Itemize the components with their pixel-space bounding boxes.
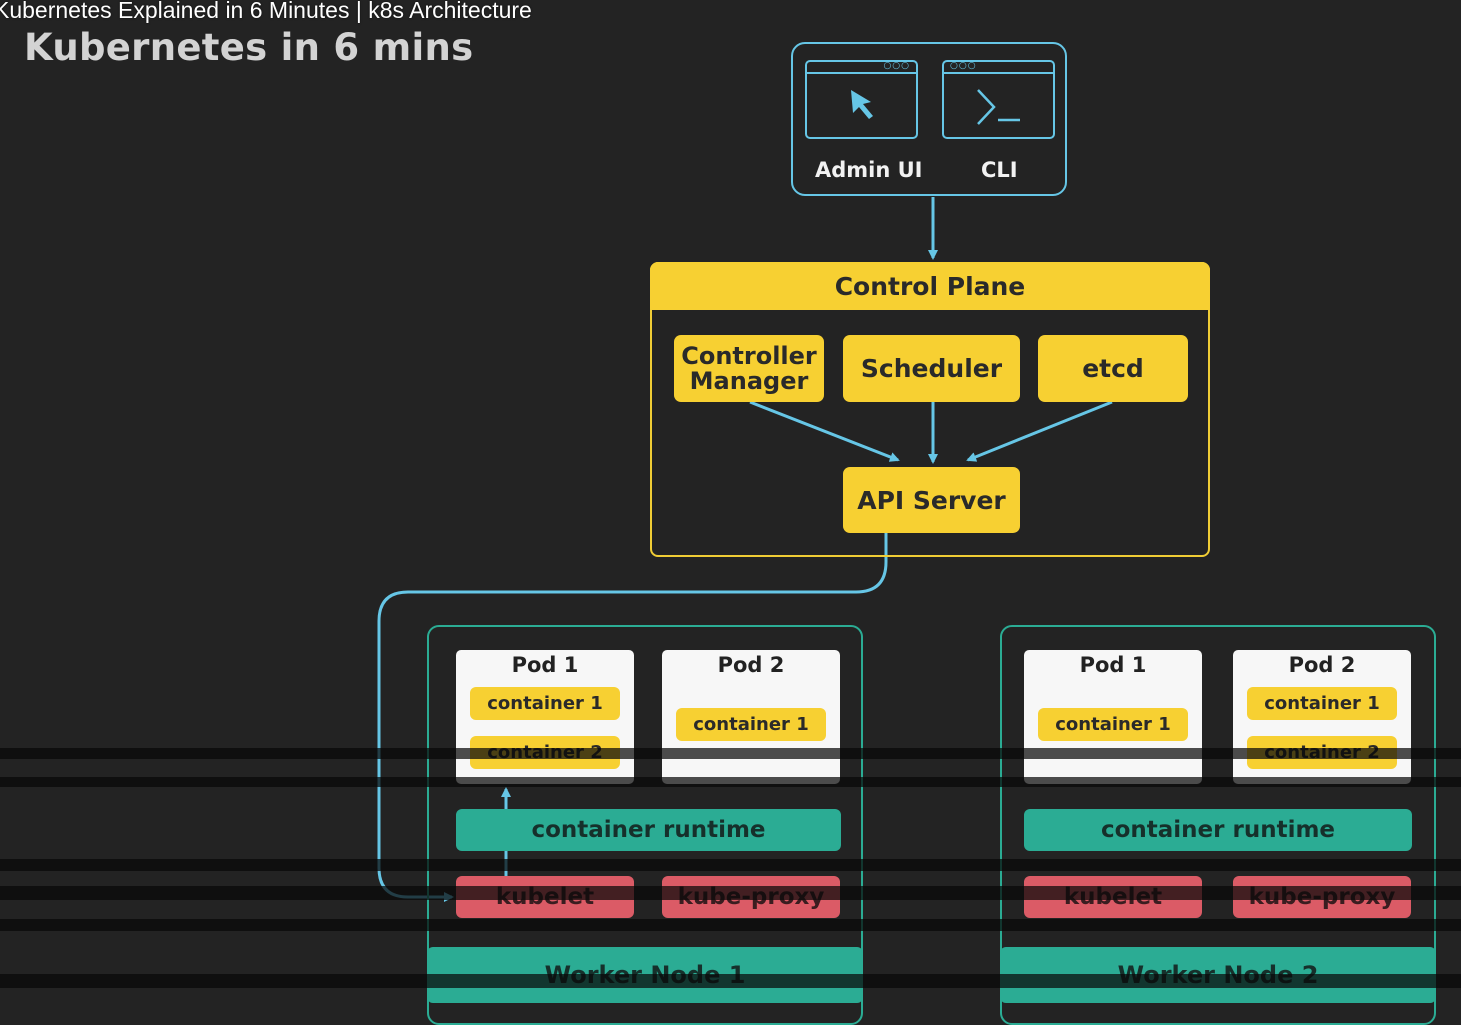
worker-node-2-label: Worker Node 2 <box>1000 947 1436 1003</box>
worker-node-2-kubelet: kubelet <box>1024 876 1202 918</box>
worker-node-1-kubelet: kubelet <box>456 876 634 918</box>
worker-node-2-pod-1: Pod 1 container 1 <box>1024 650 1202 784</box>
etcd-to-api-arrow <box>966 400 1113 462</box>
control-plane-title: Control Plane <box>650 262 1210 310</box>
worker-node-2-container-runtime: container runtime <box>1024 809 1412 851</box>
pod-title: Pod 1 <box>511 653 579 677</box>
cursor-arrow-icon <box>851 90 873 119</box>
worker-node-1-pod-2: Pod 2 container 1 <box>662 650 840 784</box>
worker-node-2-pod-2: Pod 2 container 1 container 2 <box>1233 650 1411 784</box>
container-chip: container 1 <box>1038 708 1188 741</box>
container-chip: container 2 <box>470 736 620 769</box>
worker-node-1-container-runtime: container runtime <box>456 809 841 851</box>
container-chip: container 1 <box>470 687 620 720</box>
video-title[interactable]: Kubernetes Explained in 6 Minutes | k8s … <box>0 0 532 23</box>
worker-node-1-pod-1: Pod 1 container 1 container 2 <box>456 650 634 784</box>
etcd-label: etcd <box>1082 354 1144 383</box>
controller-manager-label: Controller Manager <box>681 341 817 395</box>
slide-heading: Kubernetes in 6 mins <box>24 26 474 69</box>
api-server-label: API Server <box>857 485 1006 515</box>
pod-title: Pod 2 <box>717 653 785 677</box>
worker-node-2-kube-proxy: kube-proxy <box>1233 876 1411 918</box>
container-chip: container 1 <box>1247 687 1397 720</box>
container-chip: container 1 <box>676 708 826 741</box>
scheduler-label: Scheduler <box>860 354 1003 383</box>
worker-node-1-label: Worker Node 1 <box>427 947 863 1003</box>
admin-ui-label: Admin UI <box>815 158 923 182</box>
pod-title: Pod 2 <box>1288 653 1356 677</box>
admin-ui-window: ○○○ <box>805 60 918 139</box>
pod-title: Pod 1 <box>1079 653 1147 677</box>
cli-label: CLI <box>981 158 1018 182</box>
etcd-box: etcd <box>1038 335 1188 402</box>
cli-window: ○○○ <box>942 60 1055 139</box>
worker-node-1-kube-proxy: kube-proxy <box>662 876 840 918</box>
controller-manager-box: Controller Manager <box>674 335 824 402</box>
scheduler-box: Scheduler <box>843 335 1020 402</box>
controller-to-api-arrow <box>749 400 900 462</box>
terminal-prompt-icon <box>977 89 1020 125</box>
api-server-box: API Server <box>843 467 1020 533</box>
client-tools-box: ○○○ ○○○ Admin UI CLI <box>791 42 1067 196</box>
container-chip: container 2 <box>1247 736 1397 769</box>
